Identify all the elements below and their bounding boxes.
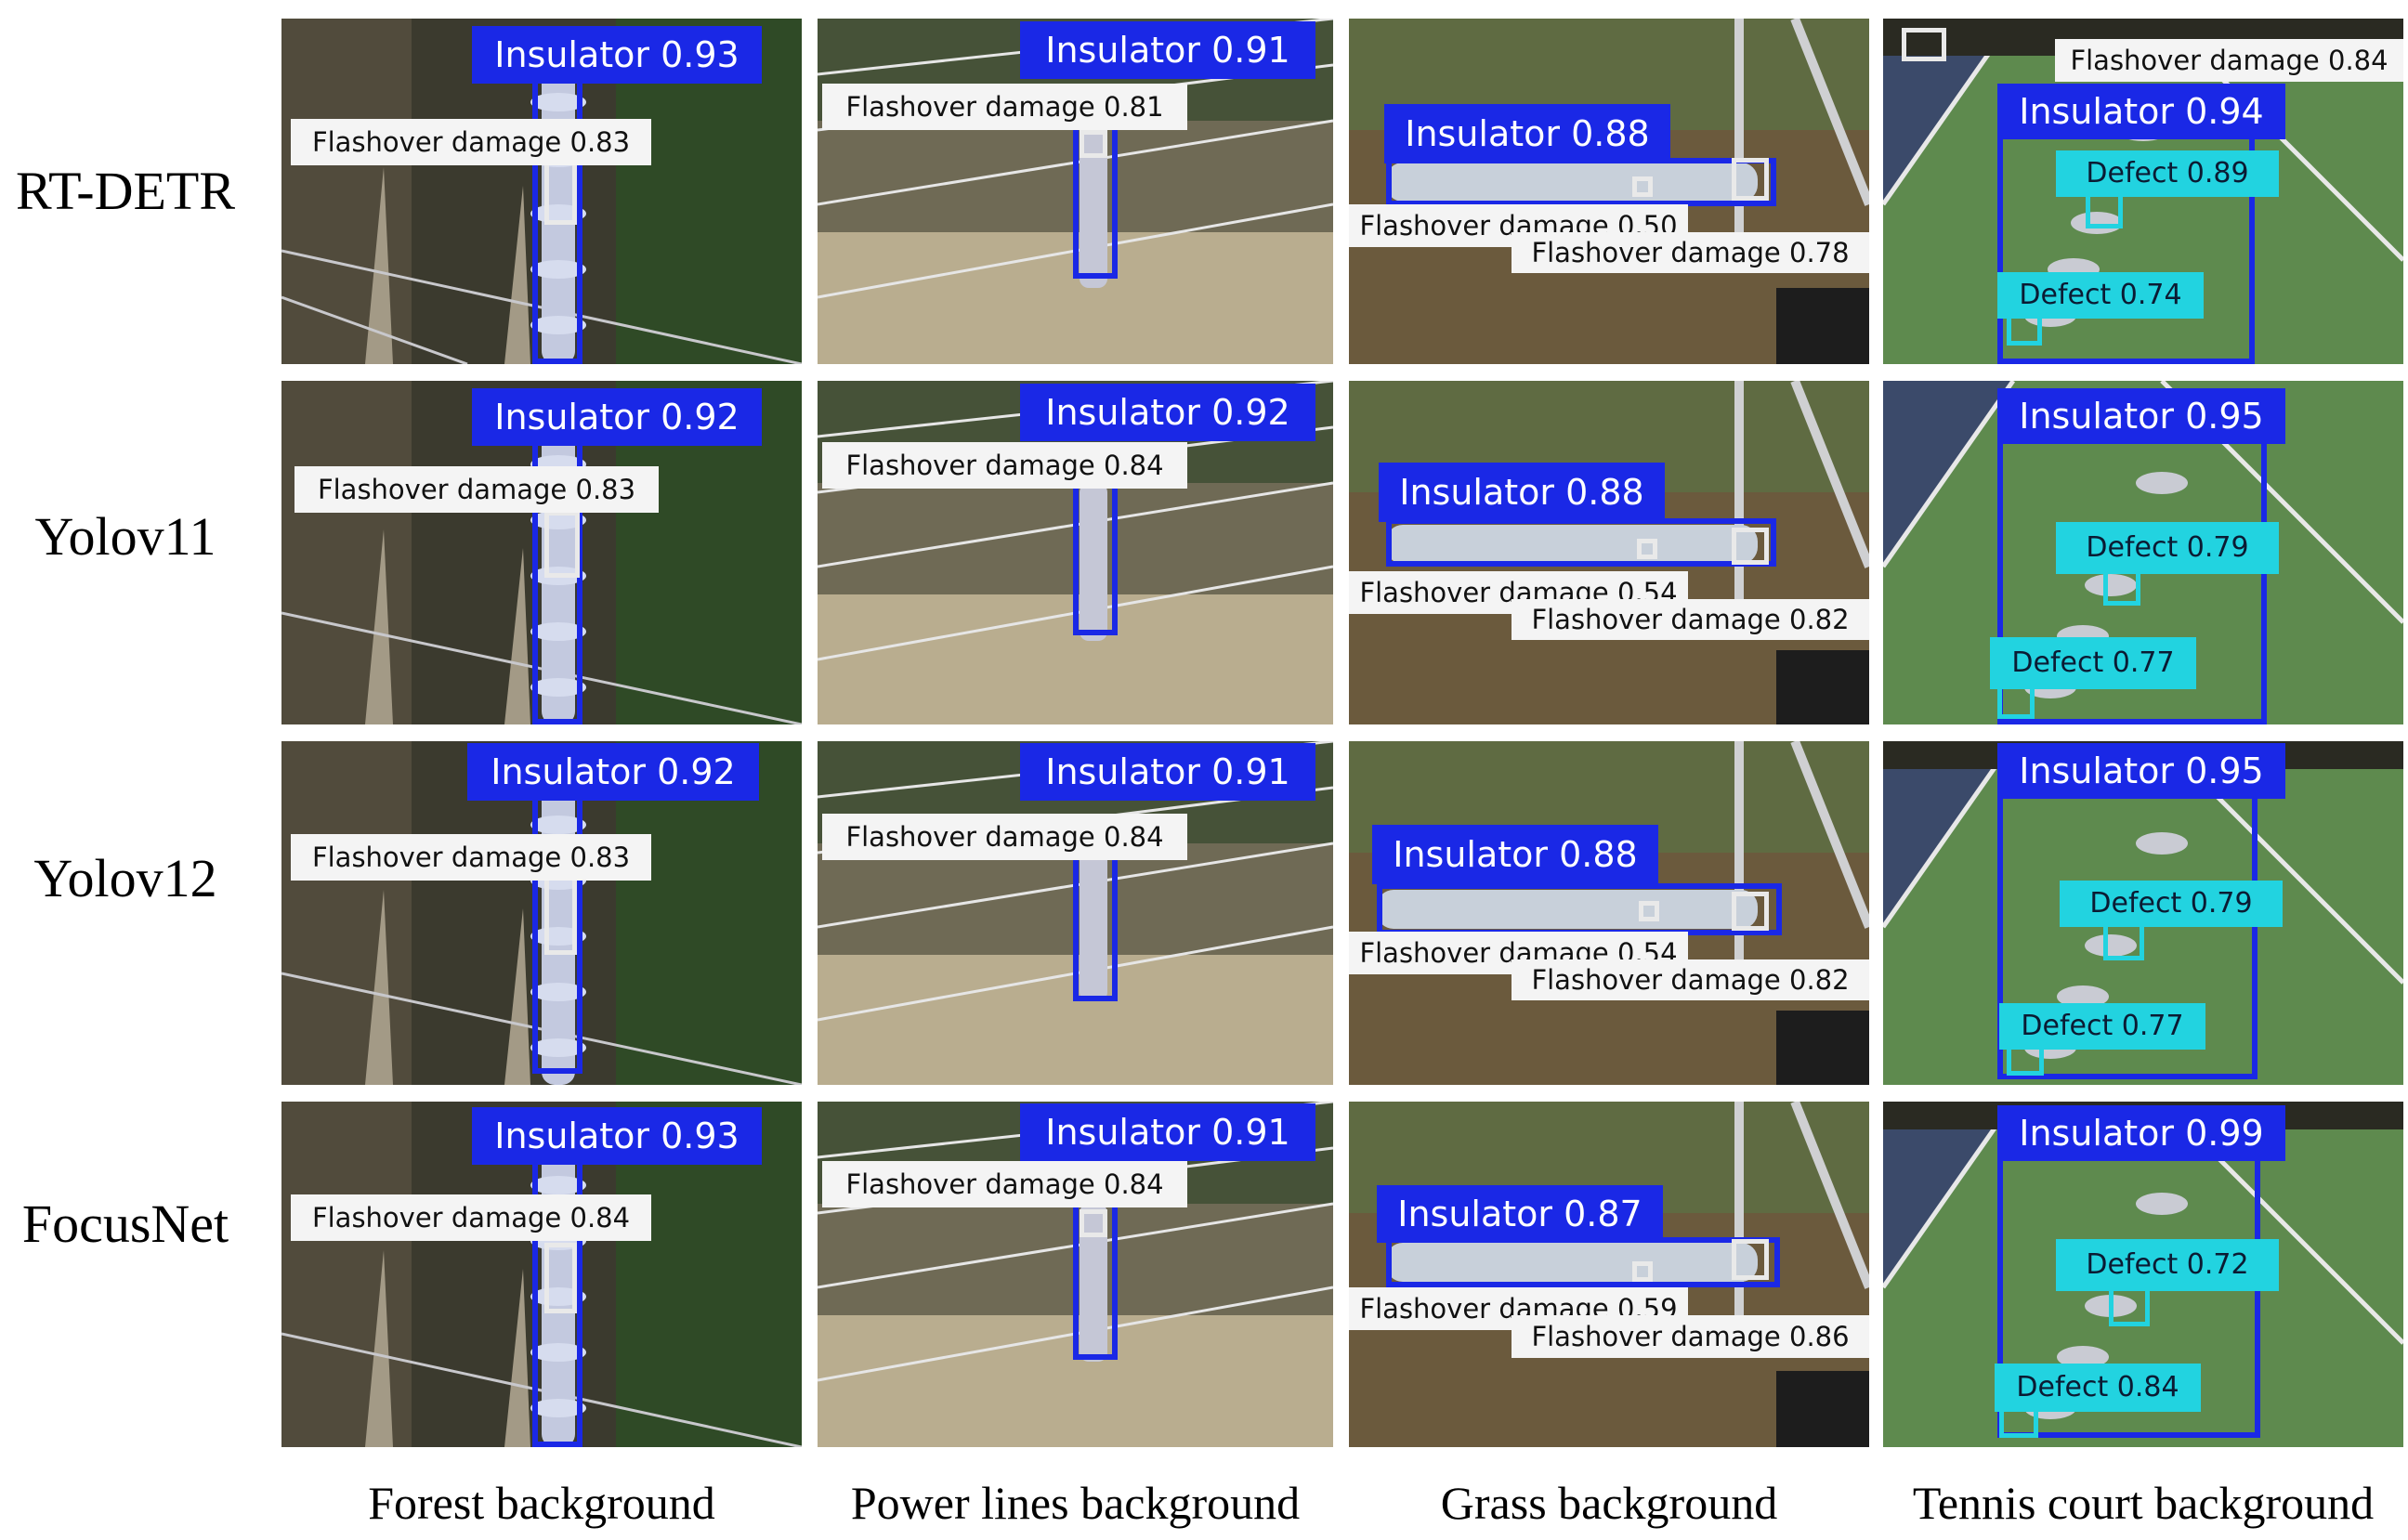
flashover-damage-tag: Flashover damage 0.84 bbox=[291, 1194, 651, 1241]
defect-tag: Defect 0.79 bbox=[2060, 881, 2283, 927]
insulator-box bbox=[1386, 158, 1776, 206]
flashover-damage-tag: Flashover damage 0.83 bbox=[291, 834, 651, 881]
panel-yolov11-grass: Insulator 0.88 Flashover damage 0.54 Fla… bbox=[1349, 381, 1869, 724]
panel-yolov11-forest: Insulator 0.92 Flashover damage 0.83 bbox=[281, 381, 802, 724]
insulator-tag: Insulator 0.88 bbox=[1372, 825, 1658, 884]
col-label-tennis: Tennis court background bbox=[1912, 1477, 2375, 1529]
flashover-damage-tag: Flashover damage 0.84 bbox=[2055, 39, 2403, 82]
insulator-tag: Insulator 0.87 bbox=[1377, 1185, 1663, 1243]
flashover-damage-box bbox=[544, 160, 577, 225]
insulator-tag: Insulator 0.88 bbox=[1384, 104, 1670, 163]
flashover-damage-tag: Flashover damage 0.84 bbox=[822, 814, 1187, 860]
flashover-damage-tag: Flashover damage 0.84 bbox=[822, 442, 1187, 489]
row-label-yolov12: Yolov12 bbox=[33, 848, 217, 908]
defect-box bbox=[2086, 191, 2123, 228]
defect-tag: Defect 0.74 bbox=[1997, 272, 2204, 319]
defect-tag: Defect 0.77 bbox=[1999, 1003, 2205, 1050]
flashover-damage-tag: Flashover damage 0.82 bbox=[1512, 959, 1869, 1000]
insulator-box bbox=[1386, 1237, 1780, 1287]
defect-tag: Defect 0.72 bbox=[2056, 1239, 2279, 1291]
flashover-damage-box bbox=[1080, 1209, 1107, 1237]
insulator-tag: Insulator 0.99 bbox=[1997, 1105, 2285, 1161]
flashover-damage-box bbox=[544, 876, 577, 955]
flashover-damage-tag: Flashover damage 0.86 bbox=[1512, 1315, 1869, 1358]
panel-yolov11-powerlines: Insulator 0.92 Flashover damage 0.84 bbox=[818, 381, 1333, 724]
panel-yolov12-forest: Insulator 0.92 Flashover damage 0.83 bbox=[281, 741, 802, 1085]
flashover-damage-box bbox=[544, 1243, 577, 1313]
panel-rtdetr-grass: Insulator 0.88 Flashover damage 0.50 Fla… bbox=[1349, 19, 1869, 364]
panel-yolov11-tennis: Insulator 0.95 Defect 0.79 Defect 0.77 bbox=[1883, 381, 2403, 724]
insulator-tag: Insulator 0.92 bbox=[472, 388, 762, 446]
flashover-damage-box bbox=[544, 511, 580, 578]
flashover-damage-tag: Flashover damage 0.78 bbox=[1512, 232, 1869, 273]
flashover-damage-tag: Flashover damage 0.84 bbox=[822, 1161, 1187, 1207]
insulator-tag: Insulator 0.91 bbox=[1020, 743, 1315, 801]
col-label-forest: Forest background bbox=[368, 1477, 715, 1529]
flashover-damage-box bbox=[1080, 130, 1107, 158]
defect-tag: Defect 0.77 bbox=[1990, 637, 2196, 689]
insulator-tag: Insulator 0.95 bbox=[1997, 743, 2285, 799]
insulator-tag: Insulator 0.94 bbox=[1997, 84, 2285, 139]
insulator-tag: Insulator 0.93 bbox=[472, 26, 762, 84]
panel-yolov12-powerlines: Insulator 0.91 Flashover damage 0.84 bbox=[818, 741, 1333, 1085]
defect-tag: Defect 0.89 bbox=[2056, 150, 2279, 197]
grass-photo bbox=[1349, 381, 1869, 724]
insulator-tag: Insulator 0.92 bbox=[467, 743, 759, 801]
panel-focusnet-tennis: Insulator 0.99 Defect 0.72 Defect 0.84 bbox=[1883, 1102, 2403, 1447]
flashover-damage-box bbox=[1639, 901, 1659, 921]
panel-focusnet-grass: Insulator 0.87 Flashover damage 0.59 Fla… bbox=[1349, 1102, 1869, 1447]
panel-focusnet-forest: Insulator 0.93 Flashover damage 0.84 bbox=[281, 1102, 802, 1447]
row-label-rt-detr: RT-DETR bbox=[15, 161, 236, 221]
flashover-damage-tag: Flashover damage 0.81 bbox=[822, 84, 1187, 130]
flashover-damage-box bbox=[1732, 158, 1769, 201]
col-label-power-lines: Power lines background bbox=[850, 1477, 1301, 1529]
insulator-tag: Insulator 0.95 bbox=[1997, 388, 2285, 444]
flashover-damage-box bbox=[1637, 539, 1657, 559]
flashover-damage-tag: Flashover damage 0.83 bbox=[291, 119, 651, 165]
insulator-tag: Insulator 0.92 bbox=[1020, 384, 1315, 441]
insulator-box bbox=[1386, 518, 1776, 567]
panel-rtdetr-powerlines: Insulator 0.91 Flashover damage 0.81 bbox=[818, 19, 1333, 364]
insulator-tag: Insulator 0.88 bbox=[1379, 463, 1665, 522]
flashover-damage-box bbox=[1732, 1239, 1769, 1280]
insulator-tag: Insulator 0.91 bbox=[1020, 1103, 1315, 1161]
defect-tag: Defect 0.79 bbox=[2056, 522, 2279, 574]
defect-tag: Defect 0.84 bbox=[1995, 1364, 2201, 1412]
flashover-damage-tag: Flashover damage 0.82 bbox=[1512, 599, 1869, 640]
flashover-damage-box bbox=[1732, 892, 1769, 931]
panel-rtdetr-forest: Insulator 0.93 Flashover damage 0.83 bbox=[281, 19, 802, 364]
panel-yolov12-tennis: Insulator 0.95 Defect 0.79 Defect 0.77 bbox=[1883, 741, 2403, 1085]
panel-focusnet-powerlines: Insulator 0.91 Flashover damage 0.84 bbox=[818, 1102, 1333, 1447]
panel-rtdetr-tennis: Flashover damage 0.84 Insulator 0.94 Def… bbox=[1883, 19, 2403, 364]
row-label-yolov11: Yolov11 bbox=[34, 506, 216, 567]
flashover-damage-box bbox=[1732, 528, 1769, 565]
flashover-damage-box bbox=[1902, 28, 1946, 61]
insulator-tag: Insulator 0.93 bbox=[472, 1107, 762, 1165]
row-label-focusnet: FocusNet bbox=[21, 1194, 229, 1254]
flashover-damage-tag: Flashover damage 0.83 bbox=[294, 466, 659, 513]
col-label-grass: Grass background bbox=[1440, 1477, 1778, 1529]
flashover-damage-box bbox=[1632, 1261, 1653, 1282]
insulator-box bbox=[1377, 883, 1782, 935]
panel-yolov12-grass: Insulator 0.88 Flashover damage 0.54 Fla… bbox=[1349, 741, 1869, 1085]
flashover-damage-box bbox=[1632, 176, 1653, 197]
insulator-tag: Insulator 0.91 bbox=[1020, 21, 1315, 79]
defect-box bbox=[2109, 1286, 2150, 1326]
